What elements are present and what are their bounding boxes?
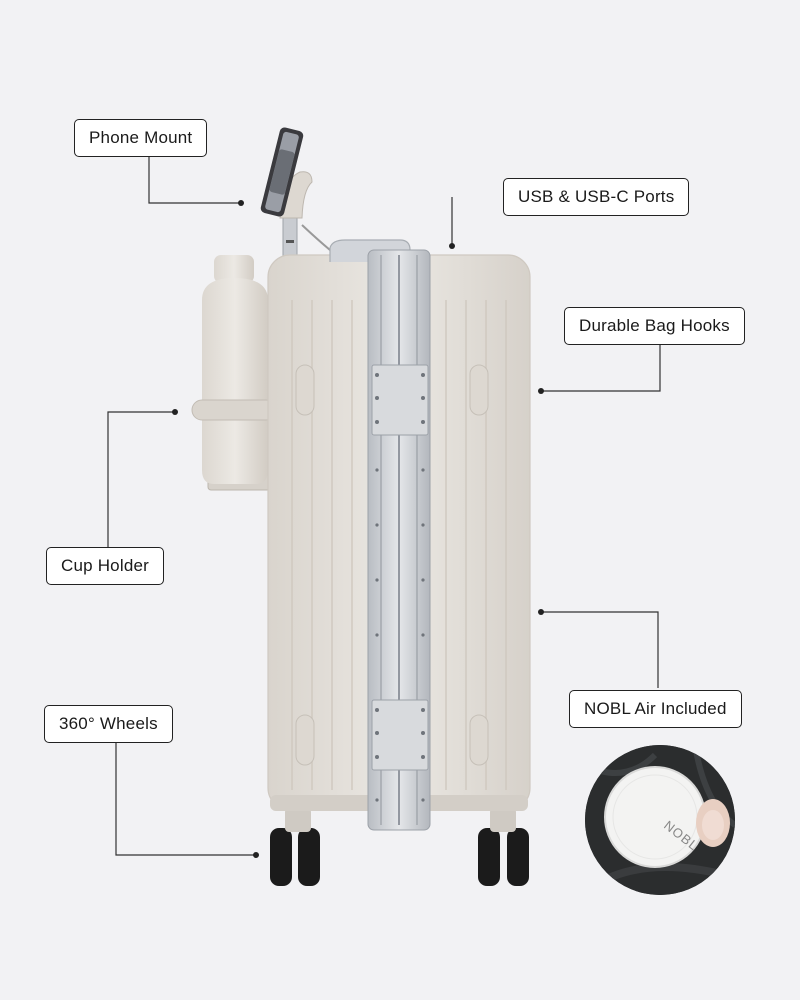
nobl-air-tag-inset: NOBL bbox=[585, 745, 735, 895]
leader-dots bbox=[172, 200, 544, 858]
leader-lines bbox=[107, 157, 661, 856]
cup-holder bbox=[191, 255, 277, 491]
wheels bbox=[270, 808, 529, 886]
label-nobl-air: NOBL Air Included bbox=[569, 690, 742, 728]
label-cup-holder: Cup Holder bbox=[46, 547, 164, 585]
label-bag-hooks: Durable Bag Hooks bbox=[564, 307, 745, 345]
nobl-air-tag: NOBL bbox=[585, 745, 735, 895]
label-phone-mount: Phone Mount bbox=[74, 119, 208, 157]
label-usb-ports: USB & USB-C Ports bbox=[503, 178, 690, 216]
phone-mount bbox=[260, 127, 331, 286]
label-wheels: 360° Wheels bbox=[44, 705, 173, 743]
aluminium-frame bbox=[367, 249, 431, 831]
